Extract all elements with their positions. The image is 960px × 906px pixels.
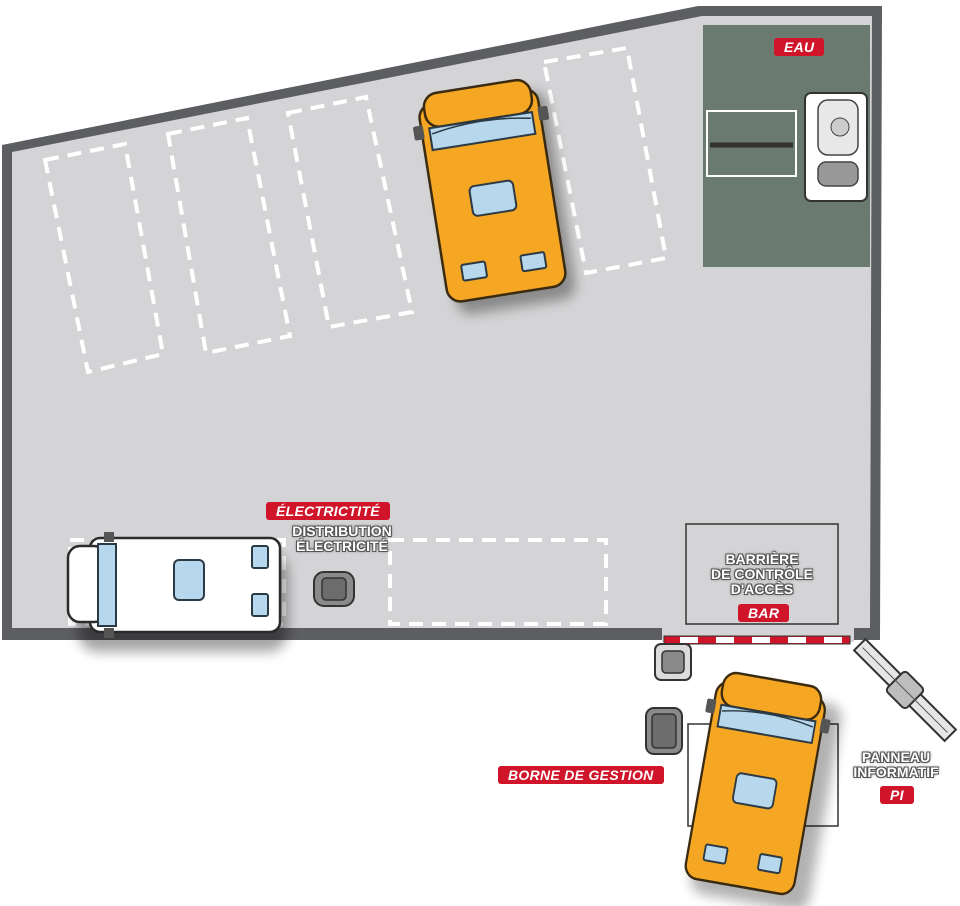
management-terminal-tag: BORNE DE GESTION [498, 766, 664, 784]
water-station-icon [804, 92, 868, 202]
drain-grate [706, 110, 797, 177]
electricity-tag: ÉLECTRICTITÉ [266, 502, 390, 520]
lot-surface [12, 16, 872, 628]
water-tag: EAU [774, 38, 825, 56]
access-barrier-label: BARRIÈRE DE CONTRÔLE D'ACCÈS [711, 551, 813, 597]
power-box-icon [313, 571, 355, 607]
power-distribution-label: DISTRIBUTION ÉLECTRICITÉ [292, 523, 392, 554]
white-van [66, 532, 288, 652]
bar-tag: BAR [738, 604, 790, 622]
management-terminal-icon [645, 707, 683, 755]
pi-tag: PI [880, 786, 914, 804]
barrier-post [654, 643, 692, 681]
yellow-van-entering [675, 667, 842, 906]
info-panel-icon [852, 637, 958, 743]
barrier-arm [663, 635, 851, 645]
yellow-van-parked [406, 74, 577, 314]
barrier-zone [685, 523, 839, 625]
info-panel-label: PANNEAU INFORMATIF [853, 749, 939, 780]
